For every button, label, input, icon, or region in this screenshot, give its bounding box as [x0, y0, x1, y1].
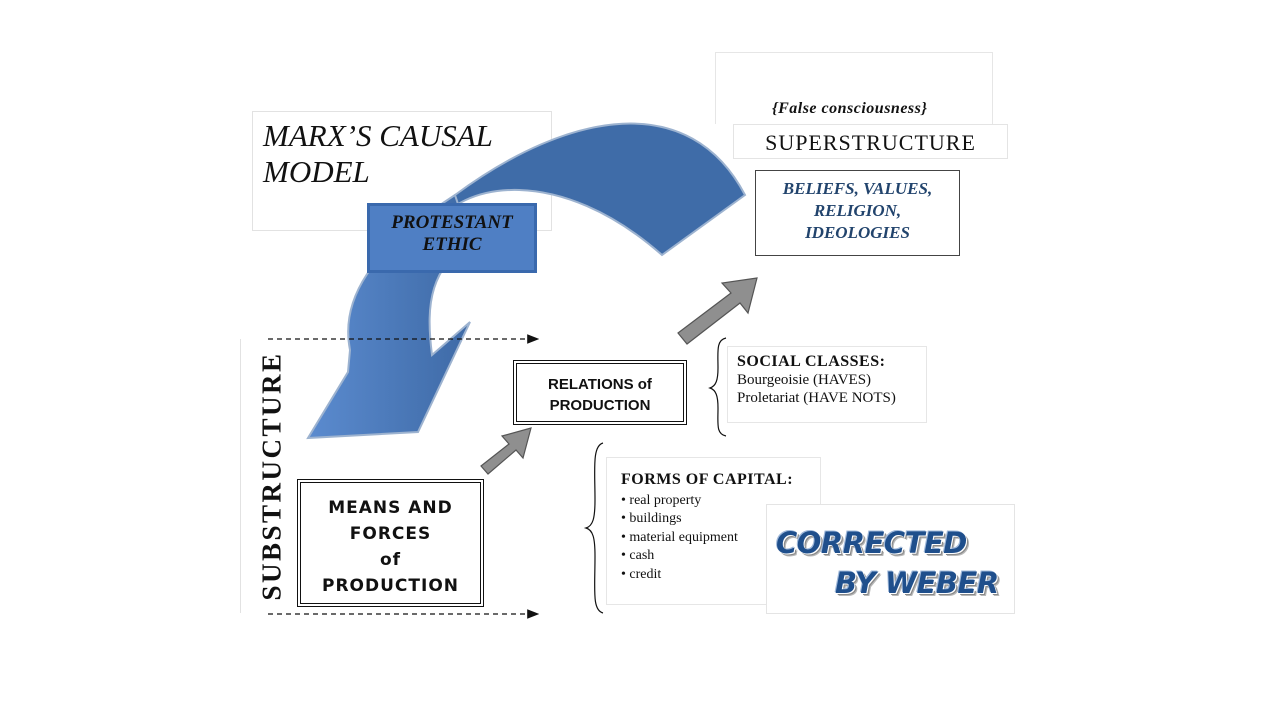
means-line-1: MEANS AND [328, 498, 453, 518]
protestant-line-1: PROTESTANT [391, 212, 513, 233]
social-classes-heading: SOCIAL CLASSES: [737, 353, 886, 370]
relations-line-1: RELATIONS of [548, 376, 652, 393]
false-consciousness-frame [715, 52, 993, 124]
capital-item: • material equipment [621, 529, 738, 545]
beliefs-line-3: IDEOLOGIES [805, 223, 910, 242]
relations-line-2: PRODUCTION [549, 397, 651, 414]
diagram-title: MARX’S CAUSAL MODEL [252, 111, 552, 231]
substructure-frame [240, 339, 290, 613]
protestant-ethic-box: PROTESTANT ETHIC [367, 203, 537, 273]
substructure-label: SUBSTRUCTURE [256, 351, 287, 601]
capital-item: • cash [621, 548, 655, 563]
title-line-1: MARX’S CAUSAL [263, 118, 493, 153]
superstructure-label: SUPERSTRUCTURE [733, 124, 1008, 159]
false-consciousness-label: {False consciousness} [772, 100, 928, 117]
title-line-2: MODEL [263, 154, 370, 189]
means-line-3: of [379, 550, 402, 570]
corrected-by-weber-frame [766, 504, 1015, 614]
means-line-2: FORCES [349, 524, 432, 544]
means-line-4: PRODUCTION [322, 576, 459, 596]
beliefs-values-box: BELIEFS, VALUES, RELIGION, IDEOLOGIES [755, 170, 960, 256]
social-classes-box: SOCIAL CLASSES: Bourgeoisie (HAVES) Prol… [727, 346, 927, 423]
corrected-wordart-line-2: BY WEBER [835, 566, 999, 600]
capital-item: • real property [621, 492, 702, 508]
relations-of-production-box: RELATIONS of PRODUCTION [513, 360, 687, 425]
beliefs-line-1: BELIEFS, VALUES, [782, 179, 933, 198]
beliefs-line-2: RELIGION, [813, 201, 902, 220]
social-class-item: Bourgeoisie (HAVES) [737, 372, 872, 388]
corrected-wordart-line-1: CORRECTED [776, 526, 967, 560]
capital-item: • credit [621, 566, 662, 582]
protestant-line-2: ETHIC [422, 234, 482, 255]
forms-of-capital-heading: FORMS OF CAPITAL: [621, 471, 794, 488]
capital-item: • buildings [621, 511, 682, 526]
means-forces-box: MEANS AND FORCES of PRODUCTION [297, 479, 484, 607]
social-class-item: Proletariat (HAVE NOTS) [737, 390, 896, 406]
